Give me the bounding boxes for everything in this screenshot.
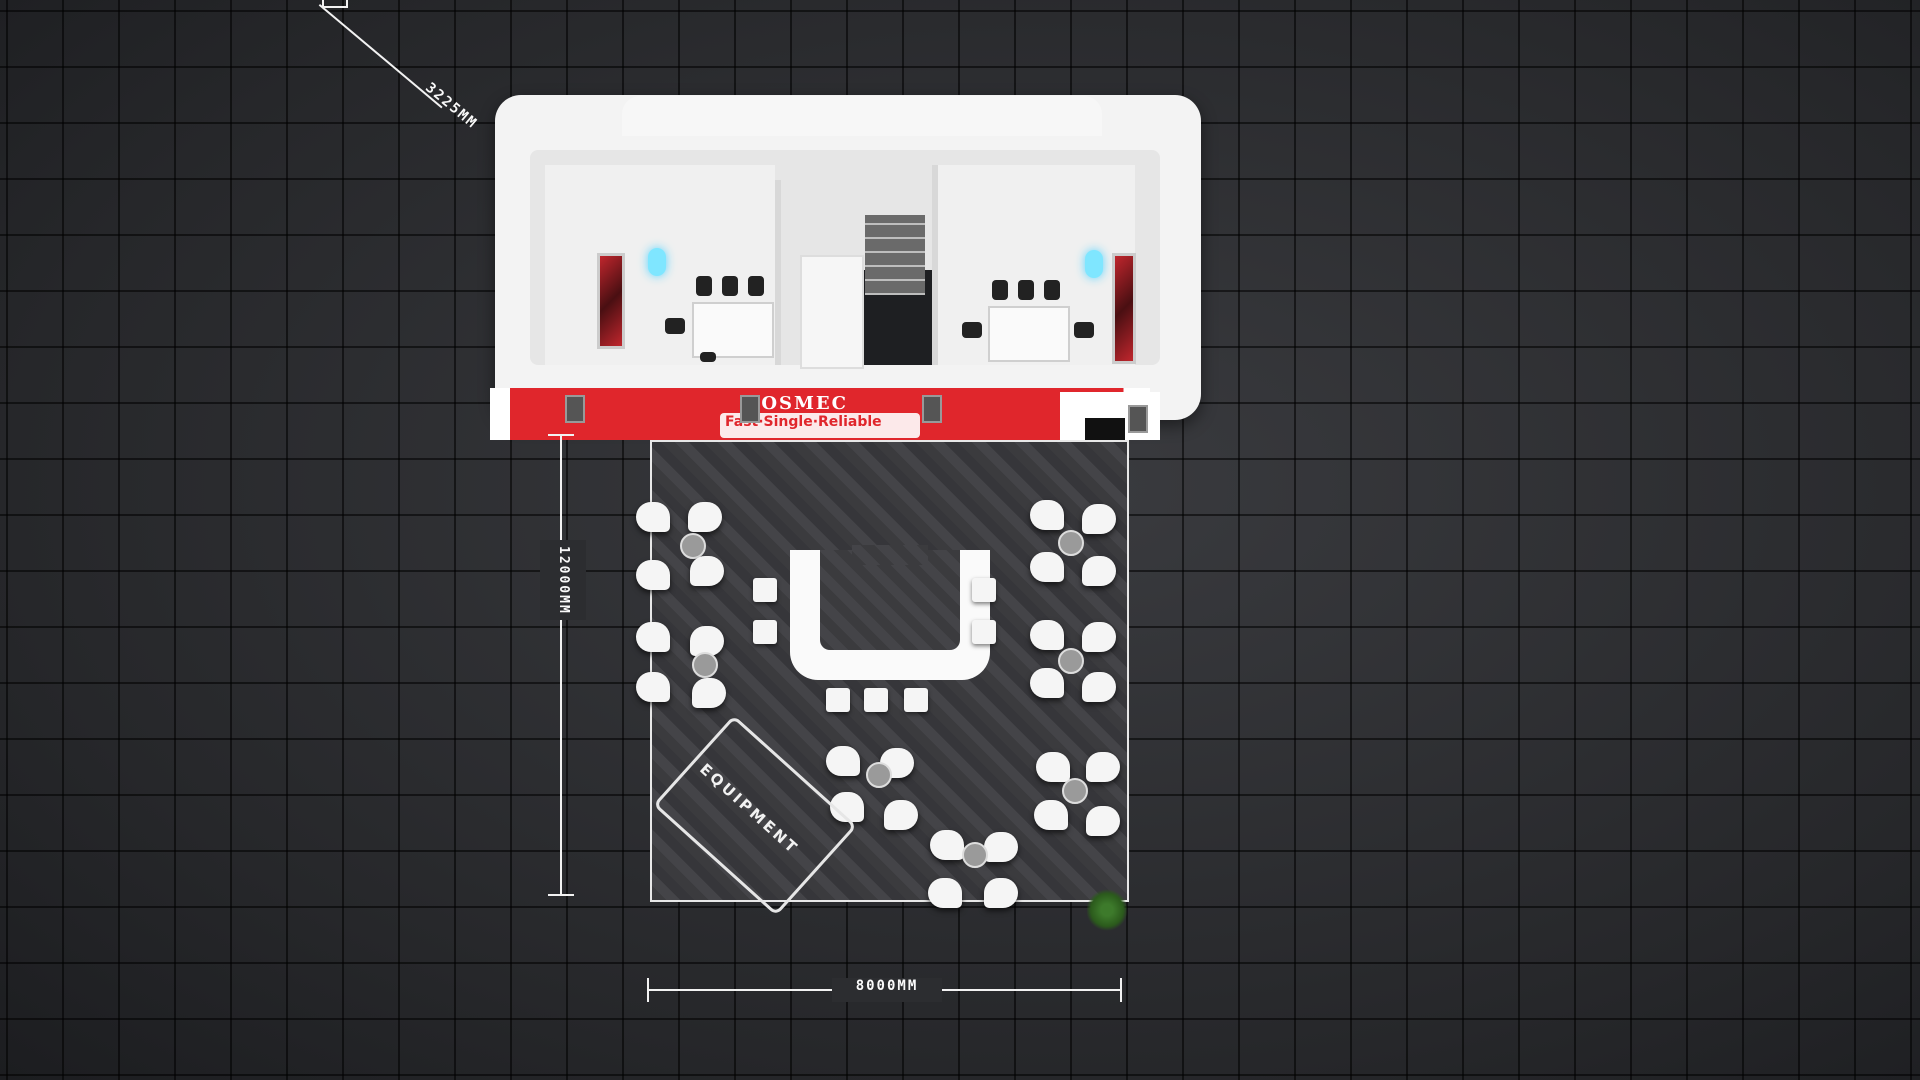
meeting-table-right xyxy=(988,306,1070,362)
lounge-chair xyxy=(984,878,1018,908)
counter-inner-space xyxy=(820,550,960,650)
lounge-chair xyxy=(636,560,670,590)
spot-lamp xyxy=(740,395,760,423)
lounge-chair xyxy=(1086,752,1120,782)
dimension-tick xyxy=(548,434,574,436)
wall-divider-left xyxy=(775,180,781,365)
lounge-chair xyxy=(1030,500,1064,530)
light-fixture xyxy=(648,248,666,276)
counter-opening xyxy=(852,545,928,565)
round-table xyxy=(1058,648,1084,674)
spot-lamp xyxy=(565,395,585,423)
spot-lamp xyxy=(1128,405,1148,433)
lounge-chair xyxy=(1036,752,1070,782)
dimension-tick xyxy=(647,978,649,1002)
lounge-chair xyxy=(690,556,724,586)
bar-stool xyxy=(972,578,996,602)
brand-logo-text: COSMEC xyxy=(745,393,848,414)
booth-back-header xyxy=(622,96,1102,136)
tv-screen-left xyxy=(597,253,625,349)
round-table xyxy=(680,533,706,559)
lounge-chair xyxy=(636,672,670,702)
lounge-chair xyxy=(1082,504,1116,534)
lounge-chair xyxy=(830,792,864,822)
meeting-chair xyxy=(962,322,982,338)
lounge-chair xyxy=(688,502,722,532)
lounge-chair xyxy=(1030,552,1064,582)
dimension-label-diagonal: 3225MM xyxy=(422,79,481,133)
lounge-chair xyxy=(1082,556,1116,586)
meeting-chair xyxy=(722,276,738,296)
dimension-line-depth xyxy=(560,436,562,894)
lounge-chair xyxy=(1030,620,1064,650)
lounge-chair xyxy=(692,678,726,708)
bar-stool xyxy=(753,578,777,602)
dimension-label-depth: 12000MM xyxy=(540,540,586,620)
meeting-chair xyxy=(665,318,685,334)
lounge-chair xyxy=(930,830,964,860)
meeting-table-left xyxy=(692,302,774,358)
dimension-tick xyxy=(1120,978,1122,1002)
round-table xyxy=(866,762,892,788)
dimension-tick xyxy=(322,0,348,8)
plant-icon xyxy=(1087,888,1127,932)
dimension-tick xyxy=(548,894,574,896)
meeting-chair xyxy=(992,280,1008,300)
lounge-chair xyxy=(826,746,860,776)
round-table xyxy=(692,652,718,678)
bar-stool xyxy=(972,620,996,644)
banner-text: Fast·Single·Reliable xyxy=(725,414,882,430)
spot-lamp xyxy=(922,395,942,423)
lounge-chair xyxy=(1086,806,1120,836)
lounge-chair xyxy=(884,800,918,830)
bar-stool xyxy=(904,688,928,712)
lounge-chair xyxy=(1030,668,1064,698)
lounge-chair xyxy=(984,832,1018,862)
meeting-chair xyxy=(1044,280,1060,300)
meeting-chair xyxy=(1074,322,1094,338)
bar-stool xyxy=(826,688,850,712)
lounge-chair xyxy=(636,502,670,532)
storage-cabinet xyxy=(800,255,864,369)
meeting-chair xyxy=(748,276,764,296)
meeting-chair xyxy=(696,276,712,296)
tv-screen-right xyxy=(1112,253,1136,364)
round-table xyxy=(962,842,988,868)
lounge-chair xyxy=(1082,622,1116,652)
light-fixture xyxy=(1085,250,1103,278)
lounge-chair xyxy=(1082,672,1116,702)
dimension-label-width: 8000MM xyxy=(832,978,942,1002)
round-table xyxy=(1062,778,1088,804)
wall-divider-right xyxy=(932,165,938,365)
lounge-chair xyxy=(636,622,670,652)
lounge-chair xyxy=(1034,800,1068,830)
meeting-chair xyxy=(1018,280,1034,300)
storage-shelf xyxy=(865,215,925,295)
meeting-chair xyxy=(700,352,716,362)
bar-stool xyxy=(753,620,777,644)
round-table xyxy=(1058,530,1084,556)
fascia-panel xyxy=(1085,418,1125,440)
bar-stool xyxy=(864,688,888,712)
lounge-chair xyxy=(928,878,962,908)
